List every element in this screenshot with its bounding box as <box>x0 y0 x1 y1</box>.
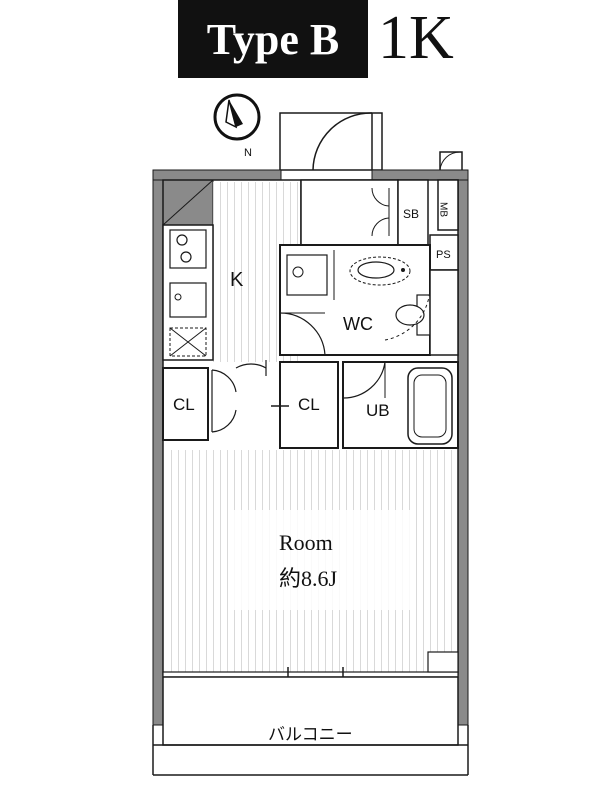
pipe-space <box>429 234 459 271</box>
unit-bath <box>342 361 459 449</box>
type-label: Type B <box>206 14 340 64</box>
balcony-label: バルコニー <box>268 725 353 744</box>
compass-north-label: N <box>244 147 252 159</box>
closet-left-label: CL <box>173 395 195 414</box>
type-badge: Type B <box>178 0 368 78</box>
balcony <box>152 676 469 776</box>
kitchen-counter <box>162 224 214 361</box>
meter-box-label: MB <box>438 202 449 217</box>
layout-code: 1K <box>378 4 454 72</box>
compass-icon <box>213 93 261 141</box>
closet-center <box>271 361 339 449</box>
toilet-label: WC <box>343 314 373 334</box>
pipe-space-label: PS <box>436 249 451 261</box>
closet-center-label: CL <box>298 395 320 414</box>
entrance-door <box>279 112 383 171</box>
room-size-label: 約8.6J <box>279 566 338 591</box>
kitchen-label: K <box>230 269 244 291</box>
unit-bath-label: UB <box>366 401 390 420</box>
toilet-room <box>279 244 431 356</box>
closet-left <box>162 367 237 441</box>
shoe-box-label: SB <box>403 207 419 221</box>
shoe-box <box>300 179 429 246</box>
meter-box <box>437 179 459 231</box>
room-name-label: Room <box>279 530 333 555</box>
